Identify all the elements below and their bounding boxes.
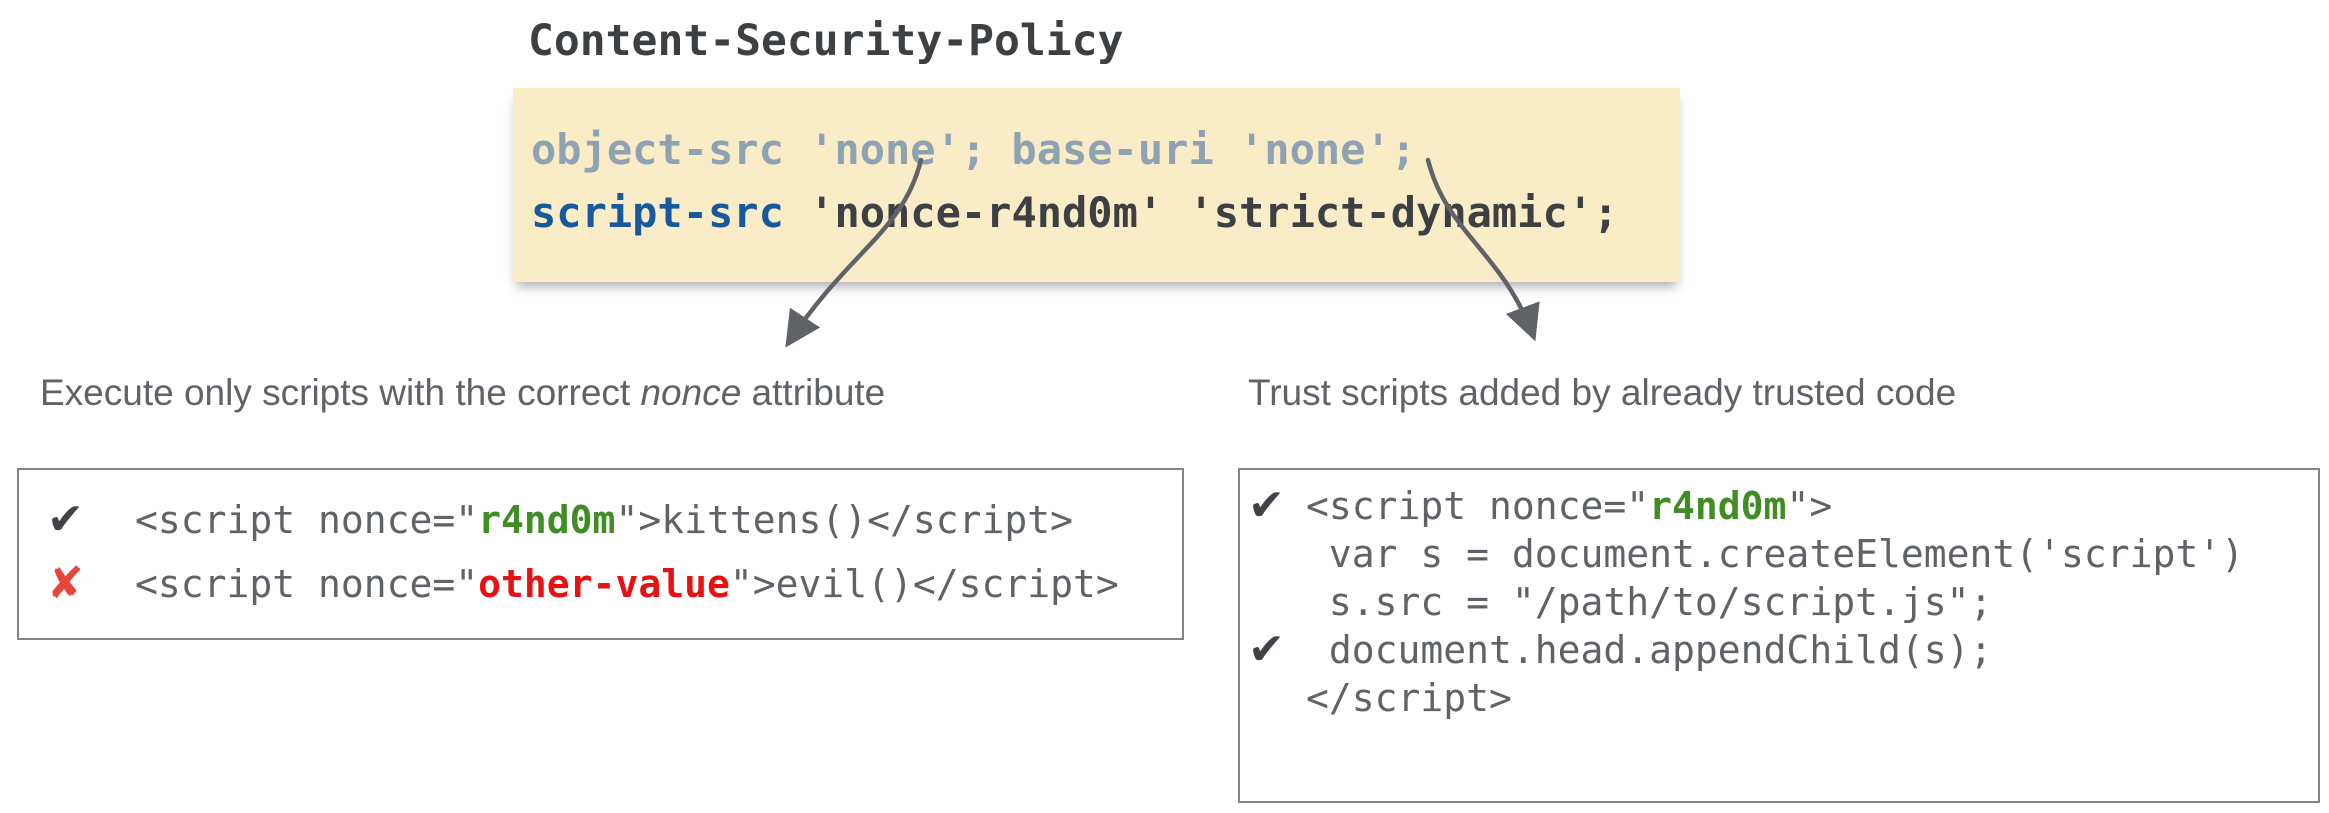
code-segment: <script nonce=" — [135, 562, 479, 606]
code-segment: <script nonce=" — [1306, 484, 1650, 528]
check-icon: ✔ — [47, 494, 84, 545]
code-segment: ">evil()</script> — [729, 562, 1119, 606]
code-text: document.head.appendChild(s); — [1306, 628, 1992, 672]
code-line: ✔ document.head.appendChild(s); — [1248, 626, 2318, 674]
code-segment: script-src — [531, 188, 784, 237]
code-segment: r4nd0m — [478, 498, 616, 542]
code-line: ✘ <script nonce="other-value">evil()</scr… — [47, 552, 1182, 616]
code-text: <script nonce="r4nd0m"> — [1306, 484, 1832, 528]
strict-dynamic-example-box: ✔ <script nonce="r4nd0m"> var s = documen… — [1238, 468, 2320, 803]
code-text: </script> — [1306, 676, 1512, 720]
code-text: <script nonce="other-value">evil()</scri… — [135, 562, 1119, 606]
code-segment: var s = document.createElement('script') — [1306, 532, 2244, 576]
code-line: s.src = "/path/to/script.js"; — [1248, 578, 2318, 626]
code-text: var s = document.createElement('script') — [1306, 532, 2244, 576]
csp-policy-box: object-src 'none'; base-uri 'none'; scrip… — [513, 88, 1680, 282]
label-text: Execute only scripts with the correct — [40, 372, 641, 413]
code-line: var s = document.createElement('script') — [1248, 530, 2318, 578]
label-text: attribute — [741, 372, 886, 413]
check-icon: ✔ — [1248, 624, 1285, 675]
nonce-example-box: ✔<script nonce="r4nd0m">kittens()</scrip… — [17, 468, 1184, 640]
code-text: <script nonce="r4nd0m">kittens()</script… — [135, 498, 1073, 542]
code-segment: r4nd0m — [1649, 484, 1787, 528]
code-segment: object-src 'none'; base-uri 'none'; — [531, 125, 1417, 174]
code-segment: other-value — [478, 562, 730, 606]
code-segment: <script nonce=" — [135, 498, 479, 542]
code-line: ✔ <script nonce="r4nd0m">kittens()</scrip… — [47, 488, 1182, 552]
policy-directive-line: script-src 'nonce-r4nd0m' 'strict-dynami… — [531, 181, 1662, 244]
page-title: Content-Security-Policy — [528, 16, 1124, 66]
left-annotation: Execute only scripts with the correct no… — [40, 372, 885, 414]
policy-directive-line: object-src 'none'; base-uri 'none'; — [531, 118, 1662, 181]
check-icon: ✔ — [1248, 480, 1285, 531]
code-segment: ">kittens()</script> — [615, 498, 1074, 542]
label-italic-word: nonce — [640, 372, 742, 413]
code-segment: s.src = "/path/to/script.js"; — [1306, 580, 1993, 624]
code-segment: document.head.appendChild(s); — [1306, 628, 1993, 672]
code-segment: </script> — [1306, 676, 1512, 720]
cross-icon: ✘ — [47, 558, 84, 609]
code-line: </script> — [1248, 674, 2318, 722]
code-line: ✔ <script nonce="r4nd0m"> — [1248, 482, 2318, 530]
code-text: s.src = "/path/to/script.js"; — [1306, 580, 1992, 624]
code-segment: "> — [1786, 484, 1833, 528]
code-segment: 'nonce-r4nd0m' 'strict-dynamic'; — [783, 188, 1619, 237]
right-annotation: Trust scripts added by already trusted c… — [1248, 372, 1957, 413]
